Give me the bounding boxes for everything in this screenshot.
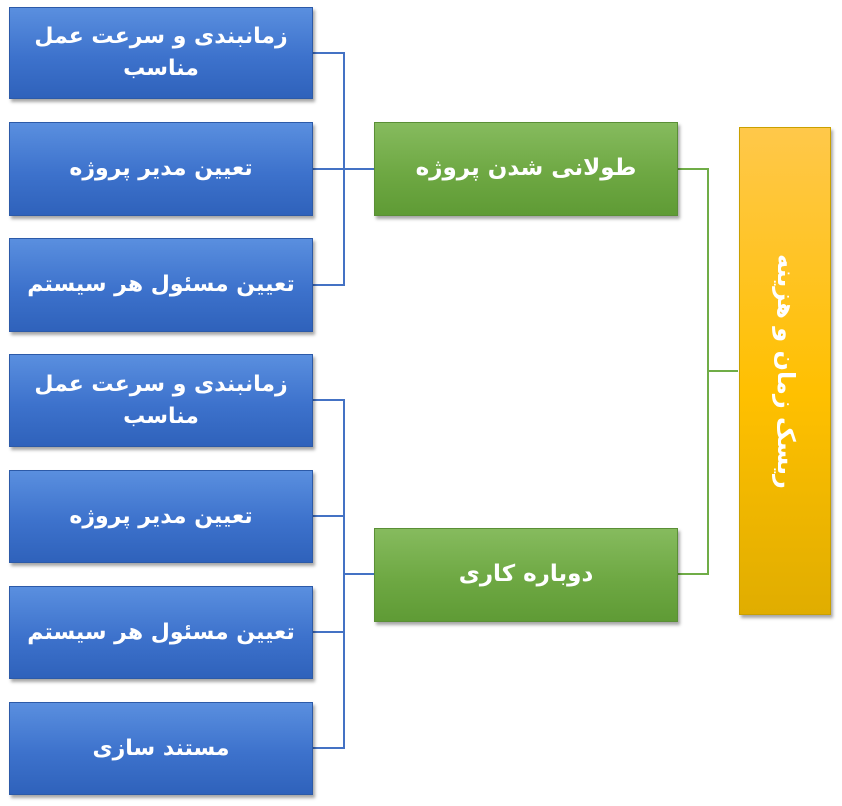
leaf-node-2-4: مستند سازی [9,702,313,795]
leaf-node-2-1: زمانبندی و سرعت عمل مناسب [9,354,313,447]
branch-label-2: دوباره کاری [458,561,594,588]
connector-branch-2-leaves [313,399,374,575]
branch-node-1: طولانی شدن پروژه [374,122,678,216]
root-label: ریسک زمان و هزینه [771,253,800,489]
leaf-node-1-3: تعیین مسئول هر سیستم [9,238,313,332]
connector-root-branch-1 [678,168,738,372]
connector-branch-2-leaf-3 [313,574,345,749]
leaf-label-2-3: تعیین مسئول هر سیستم [27,619,295,645]
leaf-node-2-2: تعیین مدیر پروژه [9,470,313,563]
connector-root-branch-2 [678,371,709,575]
leaf-label-2-1: زمانبندی و سرعت عمل مناسب [34,371,288,429]
connector-branch-1-leaves [313,52,374,170]
leaf-node-1-2: تعیین مدیر پروژه [9,122,313,216]
leaf-node-1-1: زمانبندی و سرعت عمل مناسب [9,7,313,99]
leaf-label-2-4: مستند سازی [92,735,230,761]
leaf-label-2-2: تعیین مدیر پروژه [69,503,253,529]
leaf-node-2-3: تعیین مسئول هر سیستم [9,586,313,679]
branch-label-1: طولانی شدن پروژه [415,155,637,182]
root-node: ریسک زمان و هزینه [739,127,831,615]
leaf-label-1-1: زمانبندی و سرعت عمل مناسب [34,24,288,81]
branch-node-2: دوباره کاری [374,528,678,622]
connector-branch-1-leaf-3 [313,169,345,286]
leaf-label-1-2: تعیین مدیر پروژه [69,156,253,182]
leaf-label-1-3: تعیین مسئول هر سیستم [27,272,295,298]
